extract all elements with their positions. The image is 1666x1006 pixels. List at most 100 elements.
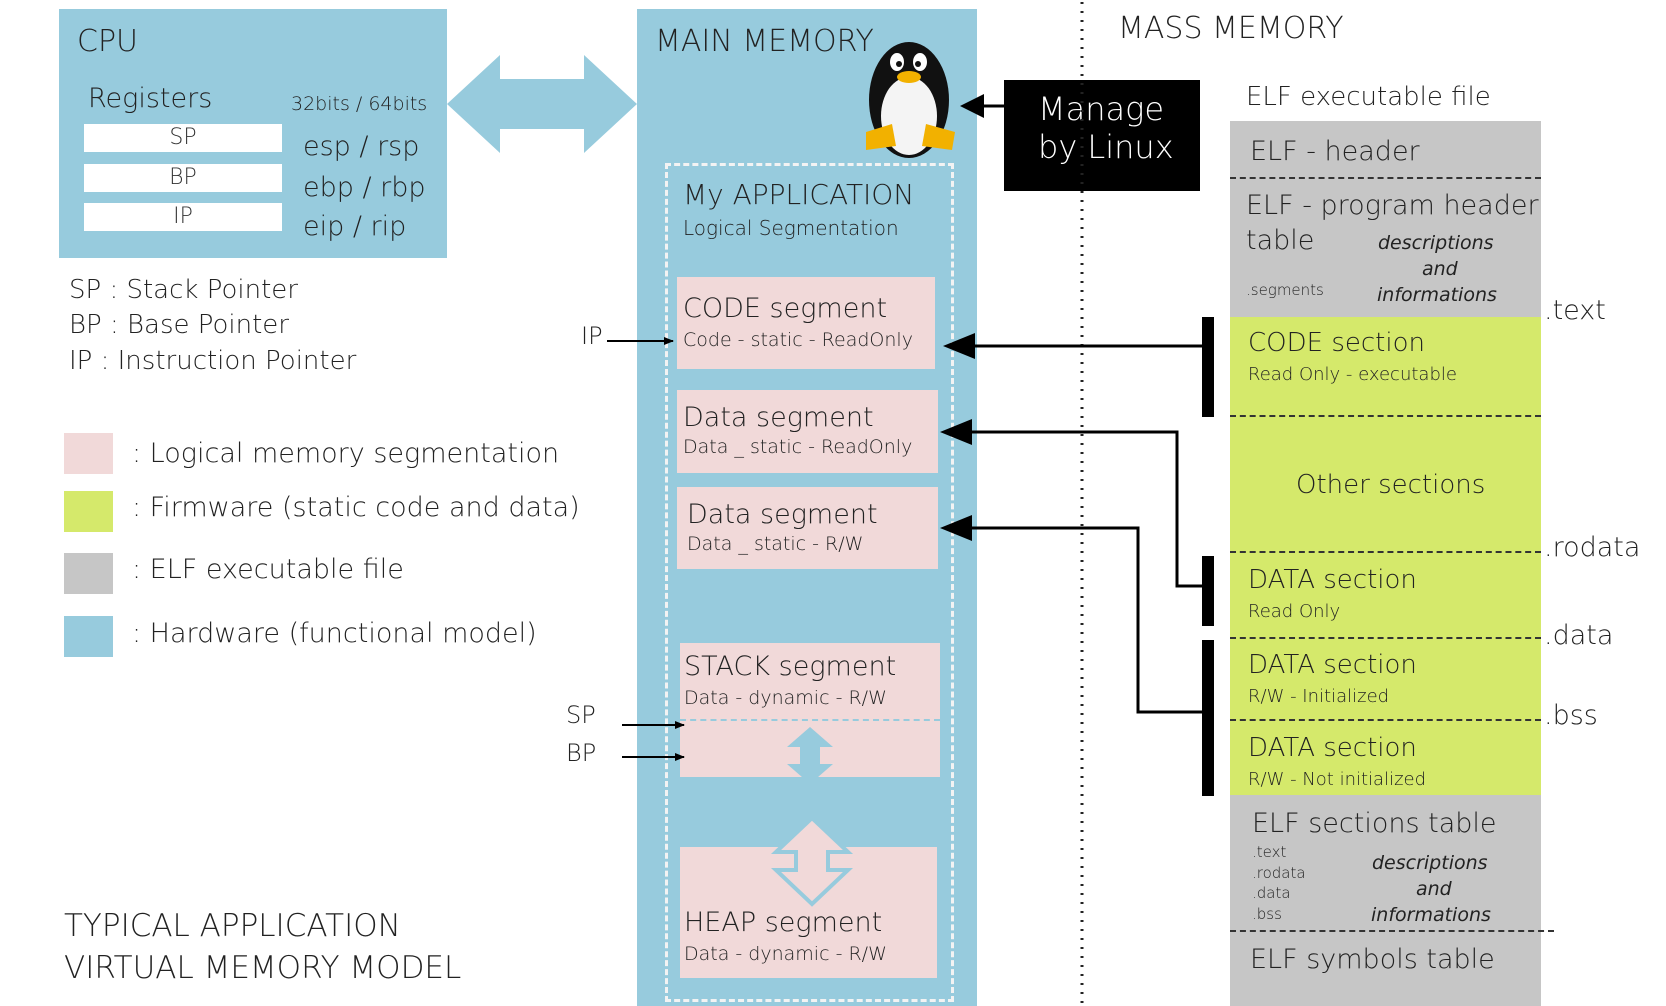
sections-table-desc2: and bbox=[1416, 878, 1452, 900]
stack-segment-divider bbox=[680, 719, 940, 721]
other-sections-label: Other sections bbox=[1296, 470, 1486, 500]
sections-table-item-data: .data bbox=[1252, 884, 1291, 902]
program-header-desc1: descriptions bbox=[1378, 232, 1494, 254]
sections-table-title: ELF sections table bbox=[1252, 808, 1497, 839]
divider-bss bbox=[1230, 719, 1541, 721]
mass-memory-title: MASS MEMORY bbox=[1118, 11, 1344, 46]
divider-header bbox=[1230, 177, 1541, 179]
ip-pointer-label: IP bbox=[581, 322, 603, 350]
data-bracket bbox=[1202, 640, 1214, 796]
manage-by-linux-box bbox=[1004, 80, 1200, 191]
register-sp: SP bbox=[84, 124, 282, 152]
rodata-connector bbox=[962, 430, 1202, 588]
legend-swatch-hardware bbox=[64, 616, 113, 657]
elf-header: ELF - header bbox=[1250, 136, 1420, 167]
symbols-table-title: ELF symbols table bbox=[1250, 944, 1495, 975]
data-bss-title: DATA section bbox=[1248, 733, 1417, 763]
code-bracket bbox=[1202, 317, 1214, 417]
marker-data: .data bbox=[1544, 620, 1614, 651]
stack-segment-sub: Data - dynamic - R/W bbox=[684, 687, 887, 709]
footer-title-line1: TYPICAL APPLICATION bbox=[64, 908, 401, 944]
bp-pointer-label: BP bbox=[566, 739, 597, 767]
heap-segment-title: HEAP segment bbox=[684, 907, 883, 938]
data-segment-ro-title: Data segment bbox=[683, 402, 874, 433]
cpu-title: CPU bbox=[77, 24, 138, 59]
data-ro-title: DATA section bbox=[1248, 565, 1417, 595]
pointer-def-sp: SP : Stack Pointer bbox=[69, 275, 298, 305]
application-frame bbox=[665, 163, 954, 1002]
program-header-title2: table bbox=[1246, 225, 1315, 256]
register-bp: BP bbox=[84, 164, 282, 192]
footer-title-line2: VIRTUAL MEMORY MODEL bbox=[64, 950, 462, 986]
legend-swatch-elf bbox=[64, 553, 113, 594]
data-segment-rw-sub: Data _ static - R/W bbox=[687, 533, 864, 555]
elf-grey-top bbox=[1230, 121, 1541, 317]
data-segment-rw: Data segment Data _ static - R/W bbox=[677, 487, 938, 569]
sections-table-item-bss: .bss bbox=[1252, 905, 1282, 923]
manage-arrow-head bbox=[960, 94, 984, 118]
pointer-def-bp: BP : Base Pointer bbox=[69, 310, 289, 340]
sections-table-desc1: descriptions bbox=[1372, 852, 1488, 874]
program-header-desc2: and bbox=[1422, 258, 1458, 280]
code-segment-title: CODE segment bbox=[683, 293, 888, 324]
divider-data bbox=[1230, 637, 1541, 639]
legend-label-firmware: : Firmware (static code and data) bbox=[132, 492, 580, 523]
data-segment-ro-sub: Data _ static - ReadOnly bbox=[683, 436, 913, 458]
application-title: My APPLICATION bbox=[683, 178, 915, 211]
stack-growth-arrow bbox=[787, 727, 833, 784]
code-segment-sub: Code - static - ReadOnly bbox=[683, 329, 913, 351]
rodata-bracket bbox=[1202, 556, 1214, 626]
program-header-title1: ELF - program header bbox=[1246, 190, 1539, 221]
data-segment-ro: Data segment Data _ static - ReadOnly bbox=[677, 390, 938, 473]
divider-symbols bbox=[1230, 930, 1554, 932]
legend-swatch-logical bbox=[64, 433, 113, 474]
sections-table-item-text: .text bbox=[1252, 843, 1287, 861]
heap-segment-sub: Data - dynamic - R/W bbox=[684, 943, 887, 965]
tux-penguin-icon bbox=[866, 42, 955, 158]
elf-file-label: ELF executable file bbox=[1246, 82, 1491, 112]
legend-label-logical: : Logical memory segmentation bbox=[132, 438, 560, 469]
legend-label-hardware: : Hardware (functional model) bbox=[132, 618, 537, 649]
heap-growth-arrow bbox=[770, 815, 854, 907]
code-section-sub: Read Only - executable bbox=[1248, 364, 1457, 385]
divider-code bbox=[1230, 415, 1541, 417]
data-rw-sub: R/W - Initialized bbox=[1248, 686, 1390, 707]
code-section-title: CODE section bbox=[1248, 328, 1425, 358]
register-sp-alias: esp / rsp bbox=[303, 131, 420, 162]
cpu-memory-bus-arrow bbox=[447, 55, 637, 153]
code-segment: CODE segment Code - static - ReadOnly bbox=[677, 277, 935, 369]
elf-grey-bottom bbox=[1230, 795, 1541, 1006]
sections-table-item-rodata: .rodata bbox=[1252, 864, 1306, 882]
heap-segment: HEAP segment Data - dynamic - R/W bbox=[680, 847, 937, 978]
data-segment-rw-title: Data segment bbox=[687, 499, 878, 530]
manage-label-line2: by Linux bbox=[1038, 128, 1174, 166]
marker-text: .text bbox=[1544, 295, 1606, 326]
register-bp-alias: ebp / rbp bbox=[303, 172, 426, 203]
registers-label: Registers bbox=[88, 83, 213, 114]
divider-rodata bbox=[1230, 551, 1541, 553]
data-bss-sub: R/W - Not initialized bbox=[1248, 769, 1427, 790]
manage-label-line1: Manage bbox=[1038, 90, 1164, 128]
register-ip-alias: eip / rip bbox=[303, 211, 407, 242]
elf-green-block bbox=[1230, 317, 1541, 795]
data-ro-sub: Read Only bbox=[1248, 601, 1341, 622]
legend-swatch-firmware bbox=[64, 491, 113, 532]
program-header-segments: .segments bbox=[1246, 281, 1324, 299]
data-connector-head bbox=[940, 515, 972, 541]
data-connector bbox=[962, 526, 1202, 714]
pointer-def-ip: IP : Instruction Pointer bbox=[69, 346, 357, 376]
stack-segment-title: STACK segment bbox=[684, 651, 897, 682]
legend-label-elf: : ELF executable file bbox=[132, 554, 404, 585]
marker-bss: .bss bbox=[1544, 700, 1598, 731]
sp-pointer-label: SP bbox=[566, 701, 596, 729]
program-header-desc3: informations bbox=[1377, 284, 1497, 306]
register-ip: IP bbox=[84, 203, 282, 231]
data-rw-title: DATA section bbox=[1248, 650, 1417, 680]
rodata-connector-head bbox=[940, 419, 972, 445]
sections-table-desc3: informations bbox=[1371, 904, 1491, 926]
application-subtitle: Logical Segmentation bbox=[683, 216, 899, 240]
main-memory-title: MAIN MEMORY bbox=[655, 24, 874, 59]
marker-rodata: .rodata bbox=[1544, 532, 1641, 563]
code-connector-head bbox=[943, 333, 975, 359]
